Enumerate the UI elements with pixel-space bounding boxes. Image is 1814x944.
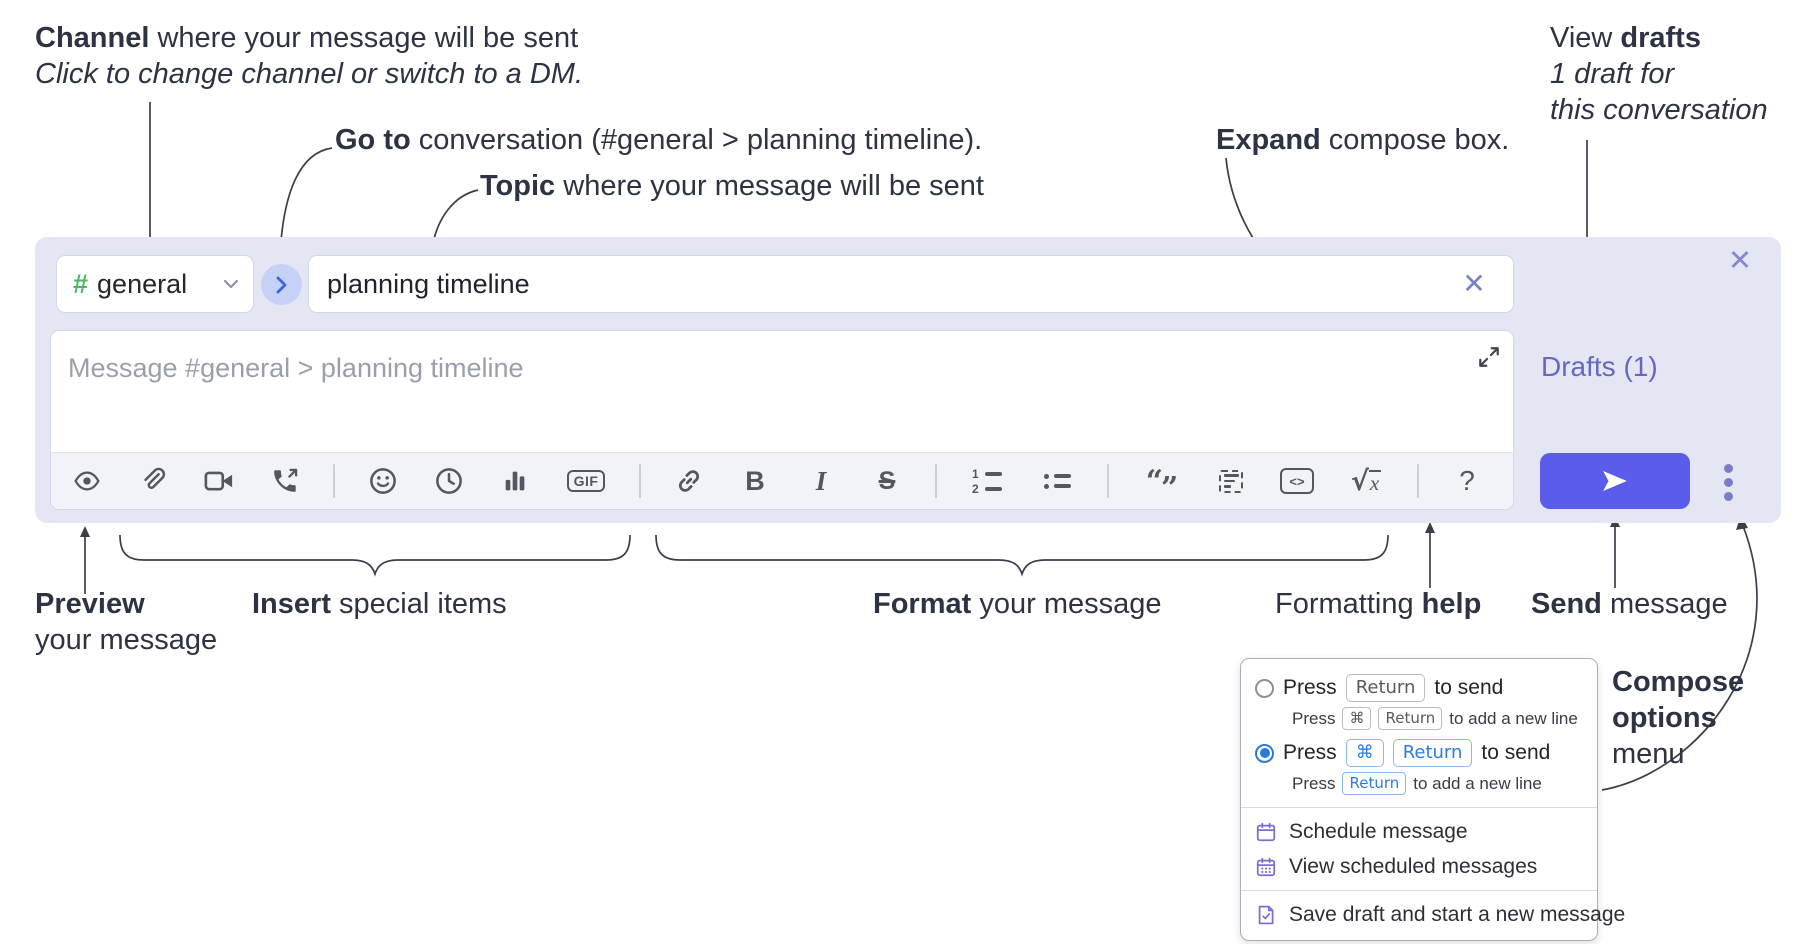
annotation-expand: Expand compose box.	[1216, 124, 1510, 156]
close-compose-icon[interactable]: ✕	[1727, 244, 1753, 277]
menu-item-save-draft[interactable]: Save draft and start a new message	[1241, 897, 1625, 932]
poll-chart-icon[interactable]	[497, 463, 533, 499]
preview-eye-icon[interactable]	[69, 463, 105, 499]
message-input[interactable]	[51, 331, 1513, 453]
drafts-link[interactable]: Drafts (1)	[1541, 351, 1658, 382]
annotation-goto: Go to conversation (#general > planning …	[335, 124, 983, 156]
clear-topic-icon[interactable]: ✕	[1462, 268, 1486, 299]
gif-icon[interactable]: GIF	[563, 463, 609, 499]
draft-check-icon	[1258, 905, 1274, 924]
calendar-dots-icon	[1256, 857, 1276, 876]
quote-icon[interactable]: “”	[1145, 463, 1179, 506]
menu-divider	[1241, 807, 1597, 808]
chevron-right-icon	[276, 276, 286, 293]
channel-hash-icon: #	[73, 268, 89, 299]
radio-selected[interactable]	[1255, 743, 1274, 763]
annotation-format: Format your message	[873, 588, 1162, 620]
toolbar-divider	[935, 464, 937, 498]
menu-divider	[1241, 890, 1597, 891]
menu-item-view-scheduled[interactable]: View scheduled messages	[1241, 849, 1597, 884]
channel-selector[interactable]: # general	[56, 255, 254, 313]
italic-icon[interactable]: I	[815, 465, 827, 496]
annotation-compose-options: Compose options menu	[1612, 666, 1745, 770]
formatting-help-icon[interactable]: ?	[1459, 465, 1475, 496]
voice-call-icon[interactable]	[267, 463, 303, 499]
compose-toolbar: GIF B I S 1 2	[51, 452, 1513, 509]
key-return: Return	[1345, 674, 1426, 702]
math-icon[interactable]: √x	[1350, 465, 1382, 497]
compose-options-kebab[interactable]	[1710, 456, 1746, 508]
compose-box: # general ✕ ✕	[35, 237, 1781, 523]
attach-paperclip-icon[interactable]	[135, 463, 171, 499]
compose-options-menu: Press Return to send Press ⌘ Return to a…	[1240, 658, 1625, 941]
send-button[interactable]	[1540, 453, 1690, 509]
menu-item-schedule-message[interactable]: Schedule message	[1241, 814, 1597, 849]
annotation-send: Send message	[1531, 588, 1728, 620]
send-option-cmd-return[interactable]: Press ⌘ Return to send	[1241, 736, 1597, 770]
annotation-topic: Topic where your message will be sent	[480, 170, 984, 202]
send-option-return[interactable]: Press Return to send	[1241, 671, 1597, 705]
send-option-cmd-return-subtext: Press Return to add a new line	[1241, 770, 1597, 801]
annotation-view-drafts: View drafts 1 draft for this conversatio…	[1550, 22, 1768, 126]
send-option-return-subtext: Press ⌘ Return to add a new line	[1241, 705, 1597, 736]
key-cmd: ⌘	[1345, 739, 1384, 767]
time-clock-icon[interactable]	[431, 463, 467, 499]
toolbar-divider	[333, 464, 335, 498]
goto-conversation-button[interactable]	[261, 264, 302, 305]
bold-icon[interactable]: B	[745, 465, 765, 496]
key-return: Return	[1342, 772, 1407, 795]
emoji-icon[interactable]	[365, 463, 401, 499]
expand-compose-icon[interactable]	[1477, 345, 1501, 369]
link-icon[interactable]	[671, 463, 707, 499]
channel-name: general	[97, 268, 188, 299]
send-plane-icon	[1603, 471, 1627, 491]
message-box: GIF B I S 1 2	[50, 330, 1514, 510]
bulleted-list-icon[interactable]	[1037, 463, 1077, 499]
toolbar-divider	[1417, 464, 1419, 498]
annotation-preview: Preview your message	[35, 588, 218, 656]
spoiler-icon[interactable]	[1213, 463, 1249, 499]
video-call-icon[interactable]	[201, 463, 237, 499]
strikethrough-icon[interactable]: S	[878, 466, 896, 495]
numbered-list-icon[interactable]: 1 2	[967, 463, 1007, 499]
annotation-channel: Channel where your message will be sent …	[35, 22, 584, 90]
topic-input[interactable]	[308, 255, 1514, 313]
key-return: Return	[1378, 707, 1443, 730]
annotation-insert: Insert special items	[252, 588, 507, 620]
key-cmd: ⌘	[1342, 707, 1372, 730]
toolbar-divider	[1107, 464, 1109, 498]
calendar-icon	[1256, 822, 1276, 841]
key-return: Return	[1392, 739, 1473, 767]
radio-unselected[interactable]	[1255, 678, 1274, 698]
chevron-down-icon	[223, 279, 239, 289]
toolbar-divider	[639, 464, 641, 498]
code-icon[interactable]: <>	[1279, 463, 1315, 499]
annotation-formatting-help: Formatting help	[1275, 588, 1482, 620]
